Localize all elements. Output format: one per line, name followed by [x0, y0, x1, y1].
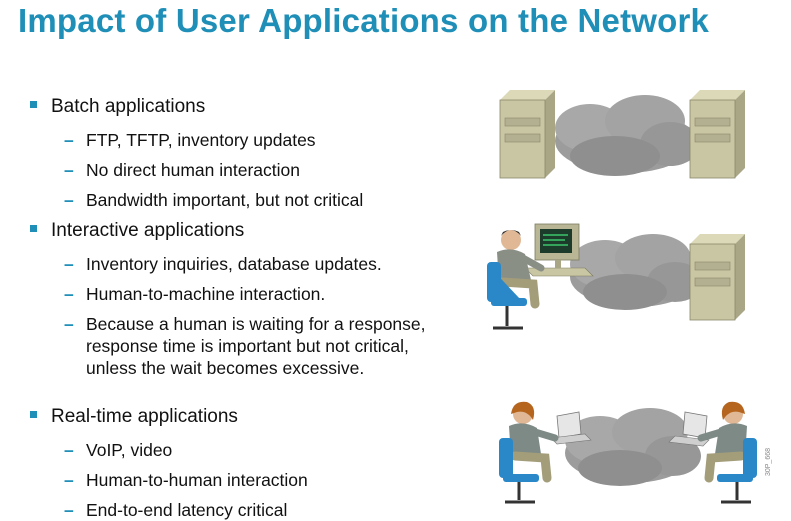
- interactive-network-illustration: [487, 223, 745, 330]
- bullet-heading: Batch applications: [51, 96, 206, 117]
- sub-item: –Because a human is waiting for a respon…: [64, 314, 426, 378]
- bullet-real-time-applications: Real-time applications: [30, 406, 238, 428]
- sub-item: –Human-to-machine interaction.: [64, 284, 326, 304]
- slide-title: Impact of User Applications on the Netwo…: [18, 2, 710, 39]
- sub-item: –Inventory inquiries, database updates.: [64, 254, 382, 274]
- sub-item: –VoIP, video: [64, 440, 173, 460]
- sub-item: –No direct human interaction: [64, 160, 300, 180]
- cloud-icon: [565, 408, 701, 486]
- cloud-icon: [570, 234, 703, 310]
- server-icon: [689, 234, 745, 321]
- sub-item: –End-to-end latency critical: [64, 500, 288, 520]
- square-bullet-icon: [30, 101, 37, 109]
- person-seated-icon: [499, 401, 559, 504]
- batch-network-illustration: [499, 90, 745, 179]
- person-seated-icon: [697, 401, 757, 504]
- real-time-network-illustration: [499, 401, 757, 504]
- square-bullet-icon: [30, 411, 37, 419]
- square-bullet-icon: [30, 225, 37, 233]
- person-seated-icon: [487, 230, 545, 330]
- sub-item: –FTP, TFTP, inventory updates: [64, 130, 316, 150]
- sub-item: –Human-to-human interaction: [64, 470, 308, 490]
- bullet-interactive-applications: Interactive applications: [30, 220, 244, 242]
- server-icon: [689, 90, 745, 179]
- bullet-batch-applications: Batch applications: [30, 96, 205, 118]
- sub-item: –Bandwidth important, but not critical: [64, 190, 364, 210]
- server-icon: [499, 90, 555, 179]
- computer-terminal-icon: [524, 223, 594, 277]
- laptop-icon: [550, 411, 592, 445]
- bullet-heading: Real-time applications: [51, 406, 238, 427]
- cloud-icon: [555, 95, 700, 176]
- figure-code-label: 30P_668: [765, 448, 772, 477]
- bullet-heading: Interactive applications: [51, 220, 245, 241]
